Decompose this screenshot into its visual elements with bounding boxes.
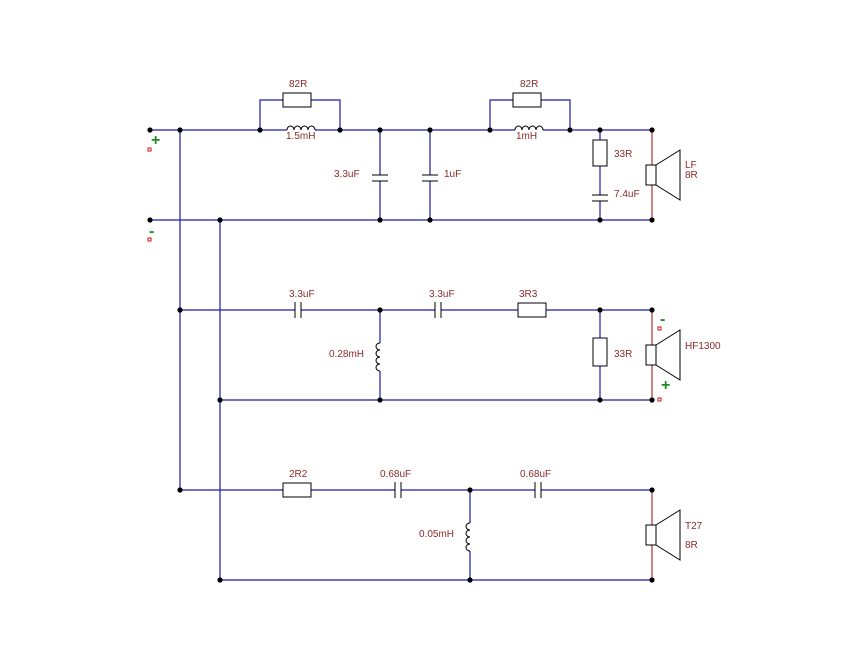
hf-minus-label: - bbox=[660, 311, 665, 328]
lf-inductor-2 bbox=[514, 125, 544, 131]
lf-speaker-name: LF bbox=[685, 160, 697, 171]
junction-dots bbox=[147, 127, 655, 583]
lf-capacitor-2 bbox=[422, 174, 438, 182]
lf-c1-label: 3.3uF bbox=[334, 169, 360, 180]
lf-zobel-resistor bbox=[592, 139, 608, 167]
lf-c2-label: 1uF bbox=[444, 169, 461, 180]
hf-speaker-name: HF1300 bbox=[685, 341, 721, 352]
tw-shunt-inductor bbox=[465, 522, 471, 552]
wires bbox=[150, 99, 652, 581]
tw-l1-label: 0.05mH bbox=[419, 529, 454, 540]
lf-inductor-1 bbox=[286, 125, 316, 131]
lf-r1-label: 82R bbox=[289, 79, 307, 90]
input-plus-terminal bbox=[147, 147, 152, 152]
lf-cz-label: 7.4uF bbox=[614, 189, 640, 200]
lf-resistor-2 bbox=[512, 92, 542, 108]
hf-series-resistor bbox=[517, 302, 547, 318]
input-minus-label: - bbox=[149, 223, 154, 240]
hf-parallel-resistor bbox=[592, 337, 608, 367]
tw-capacitor-1 bbox=[394, 482, 402, 498]
hf-l1-label: 0.28mH bbox=[329, 349, 364, 360]
input-plus-label: + bbox=[151, 132, 160, 149]
lf-capacitor-1 bbox=[372, 174, 388, 182]
tw-series-resistor bbox=[282, 482, 312, 498]
tw-c1-label: 0.68uF bbox=[380, 469, 411, 480]
hf-r1-label: 3R3 bbox=[519, 289, 538, 300]
tw-c2-label: 0.68uF bbox=[520, 469, 551, 480]
lf-speaker-icon bbox=[645, 149, 681, 201]
lf-rz-label: 33R bbox=[614, 149, 632, 160]
lf-l2-label: 1mH bbox=[516, 131, 537, 142]
hf-c1-label: 3.3uF bbox=[289, 289, 315, 300]
tw-speaker-icon bbox=[645, 509, 681, 561]
tw-r1-label: 2R2 bbox=[289, 469, 308, 480]
hf-c2-label: 3.3uF bbox=[429, 289, 455, 300]
hf-minus-terminal bbox=[657, 326, 662, 331]
tw-capacitor-2 bbox=[534, 482, 542, 498]
hf-plus-label: + bbox=[661, 377, 670, 394]
lf-speaker-impedance: 8R bbox=[685, 170, 698, 181]
hf-rp-label: 33R bbox=[614, 349, 632, 360]
hf-shunt-inductor bbox=[375, 342, 381, 372]
tw-speaker-name: T27 bbox=[685, 521, 703, 532]
input-minus-terminal bbox=[147, 237, 152, 242]
lf-resistor-1 bbox=[282, 92, 312, 108]
lf-r2-label: 82R bbox=[520, 79, 538, 90]
hf-speaker-icon bbox=[645, 329, 681, 381]
hf-plus-terminal bbox=[657, 397, 662, 402]
tw-speaker-impedance: 8R bbox=[685, 540, 698, 551]
lf-zobel-capacitor bbox=[592, 194, 608, 202]
hf-capacitor-2 bbox=[434, 302, 442, 318]
lf-l1-label: 1.5mH bbox=[286, 131, 315, 142]
hf-capacitor-1 bbox=[294, 302, 302, 318]
